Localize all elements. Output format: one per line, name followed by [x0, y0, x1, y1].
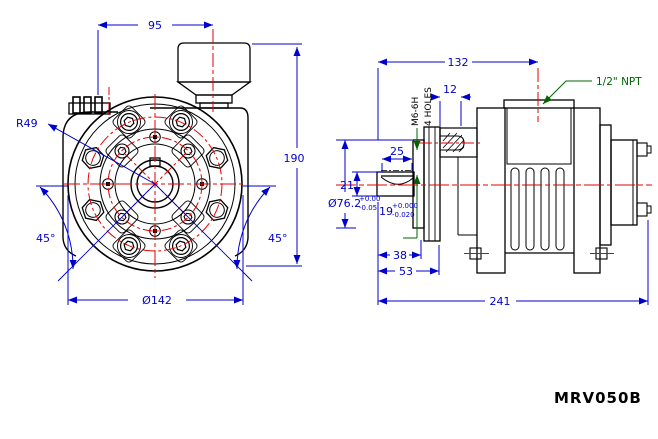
drawing-title: MRV050B: [554, 389, 642, 407]
dim-53: 53: [399, 265, 413, 278]
dim-19: 19: [379, 205, 393, 218]
front-view: 95 190 R49 45° 45° Ø142: [16, 19, 305, 307]
front-dimensions: [36, 21, 302, 305]
cooling-fin: [555, 167, 565, 251]
cooling-fin: [525, 167, 535, 251]
side-view: 132 12 M6-6H 4 HOLES 1/2" NPT 25 21 Ø76.…: [328, 56, 652, 308]
dim-45-left: 45°: [36, 232, 56, 245]
tol-pilot-lower: -0.05: [359, 204, 377, 212]
cooling-fin: [510, 167, 520, 251]
side-centerlines: [336, 68, 652, 254]
cooling-fin: [540, 167, 550, 251]
mounting-flange: [412, 126, 441, 242]
note-m6-6h: M6-6H: [411, 97, 421, 126]
dim-r49: R49: [16, 117, 38, 130]
dim-38: 38: [393, 249, 407, 262]
side-annotations: [403, 80, 592, 239]
side-dimensions: [336, 58, 649, 305]
dim-241: 241: [490, 295, 511, 308]
hatch-lines: [442, 132, 465, 153]
dim-132: 132: [448, 56, 469, 69]
note-4-holes: 4 HOLES: [424, 87, 434, 126]
tapped-hole-boss: [439, 127, 478, 236]
npt-leader: [542, 80, 592, 105]
tol-shaft-upper: +0.000: [392, 202, 418, 210]
dim-12: 12: [443, 83, 457, 96]
dim-190: 190: [284, 152, 305, 165]
shaft: [376, 170, 415, 197]
dim-25: 25: [390, 145, 404, 158]
note-npt: 1/2" NPT: [596, 76, 642, 88]
dim-dia142: Ø142: [142, 294, 172, 307]
dim-dia76: Ø76.2: [328, 197, 361, 210]
front-centerlines: [64, 29, 246, 278]
tol-shaft-lower: -0.020: [392, 211, 415, 219]
muffler: [175, 42, 253, 109]
dim-95: 95: [148, 19, 162, 32]
pump-body: [476, 99, 601, 274]
dim-21: 21: [340, 179, 354, 192]
terminal-connector: [68, 96, 111, 115]
dim-45-right: 45°: [268, 232, 288, 245]
tol-pilot-upper: +0.00: [359, 195, 380, 203]
